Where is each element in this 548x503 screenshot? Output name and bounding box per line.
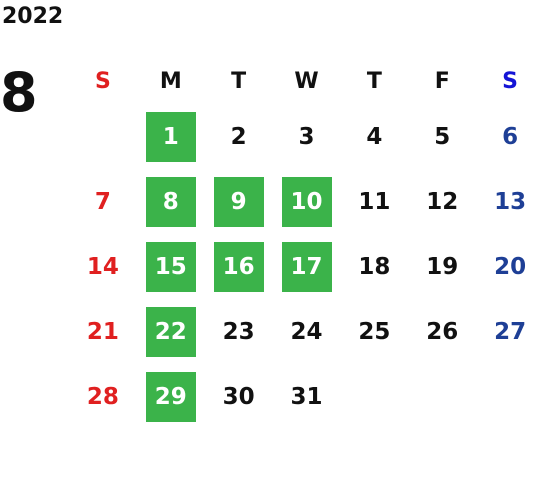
day-cell: 18 <box>340 234 408 299</box>
day-cell: 14 <box>69 234 137 299</box>
day-cell <box>340 364 408 429</box>
day-number: 26 <box>426 318 459 345</box>
day-cell: 20 <box>476 234 544 299</box>
weekday-friday: F <box>434 68 450 94</box>
day-number: 24 <box>290 318 323 345</box>
day-number: 25 <box>358 318 391 345</box>
day-cell: 17 <box>273 234 341 299</box>
day-number: 16 <box>213 241 264 292</box>
day-cell: 1 <box>137 104 205 169</box>
day-cell: 12 <box>408 169 476 234</box>
week-row-3: 14 15 16 17 18 19 20 <box>69 234 544 299</box>
day-number: 28 <box>86 383 119 410</box>
day-number: 5 <box>434 123 451 150</box>
weekday-header-row: S M T W T F S <box>69 58 544 104</box>
day-number: 13 <box>494 188 527 215</box>
day-number: 3 <box>298 123 315 150</box>
week-row-1: 1 2 3 4 5 6 <box>69 104 544 169</box>
day-number: 1 <box>145 111 196 162</box>
day-cell <box>476 364 544 429</box>
day-cell: 5 <box>408 104 476 169</box>
day-cell: 31 <box>273 364 341 429</box>
day-number <box>349 372 399 422</box>
calendar-grid: S M T W T F S 1 2 3 4 5 6 7 8 9 10 11 12… <box>69 58 544 429</box>
weekday-monday: M <box>159 68 182 94</box>
day-number <box>485 372 535 422</box>
day-cell: 7 <box>69 169 137 234</box>
day-number: 30 <box>222 383 255 410</box>
day-number <box>78 112 128 162</box>
week-row-5: 28 29 30 31 <box>69 364 544 429</box>
day-cell: 13 <box>476 169 544 234</box>
weekday-wednesday: W <box>294 68 319 94</box>
day-number: 18 <box>358 253 391 280</box>
day-cell: 23 <box>205 299 273 364</box>
calendar-year: 2022 <box>2 4 64 29</box>
day-cell: 26 <box>408 299 476 364</box>
day-number: 17 <box>281 241 332 292</box>
weekday-sunday: S <box>95 68 111 94</box>
day-cell: 4 <box>340 104 408 169</box>
day-number: 12 <box>426 188 459 215</box>
day-number: 9 <box>213 176 264 227</box>
day-cell: 10 <box>273 169 341 234</box>
day-number: 6 <box>502 123 519 150</box>
day-cell: 29 <box>137 364 205 429</box>
day-number: 29 <box>145 371 196 422</box>
day-number: 21 <box>86 318 119 345</box>
day-number: 23 <box>222 318 255 345</box>
day-cell: 30 <box>205 364 273 429</box>
day-cell: 3 <box>273 104 341 169</box>
day-cell: 27 <box>476 299 544 364</box>
day-number: 22 <box>145 306 196 357</box>
weekday-tuesday: T <box>231 68 247 94</box>
day-number: 4 <box>366 123 383 150</box>
day-cell: 16 <box>205 234 273 299</box>
weekday-thursday: T <box>366 68 382 94</box>
day-number: 10 <box>281 176 332 227</box>
day-number: 31 <box>290 383 323 410</box>
day-number: 19 <box>426 253 459 280</box>
day-number: 8 <box>145 176 196 227</box>
day-number: 20 <box>494 253 527 280</box>
day-cell: 6 <box>476 104 544 169</box>
day-cell: 11 <box>340 169 408 234</box>
day-cell: 25 <box>340 299 408 364</box>
day-cell: 15 <box>137 234 205 299</box>
week-row-2: 7 8 9 10 11 12 13 <box>69 169 544 234</box>
day-cell <box>69 104 137 169</box>
day-cell: 8 <box>137 169 205 234</box>
day-cell: 28 <box>69 364 137 429</box>
day-cell: 9 <box>205 169 273 234</box>
day-cell <box>408 364 476 429</box>
day-number: 15 <box>145 241 196 292</box>
day-number: 11 <box>358 188 391 215</box>
week-row-4: 21 22 23 24 25 26 27 <box>69 299 544 364</box>
day-number: 14 <box>86 253 119 280</box>
day-number: 2 <box>230 123 247 150</box>
day-number: 27 <box>494 318 527 345</box>
day-number <box>417 372 467 422</box>
day-number: 7 <box>94 188 111 215</box>
calendar-month: 8 <box>0 61 38 124</box>
day-cell: 19 <box>408 234 476 299</box>
day-cell: 21 <box>69 299 137 364</box>
weekday-saturday: S <box>502 68 519 94</box>
day-cell: 24 <box>273 299 341 364</box>
day-cell: 2 <box>205 104 273 169</box>
day-cell: 22 <box>137 299 205 364</box>
